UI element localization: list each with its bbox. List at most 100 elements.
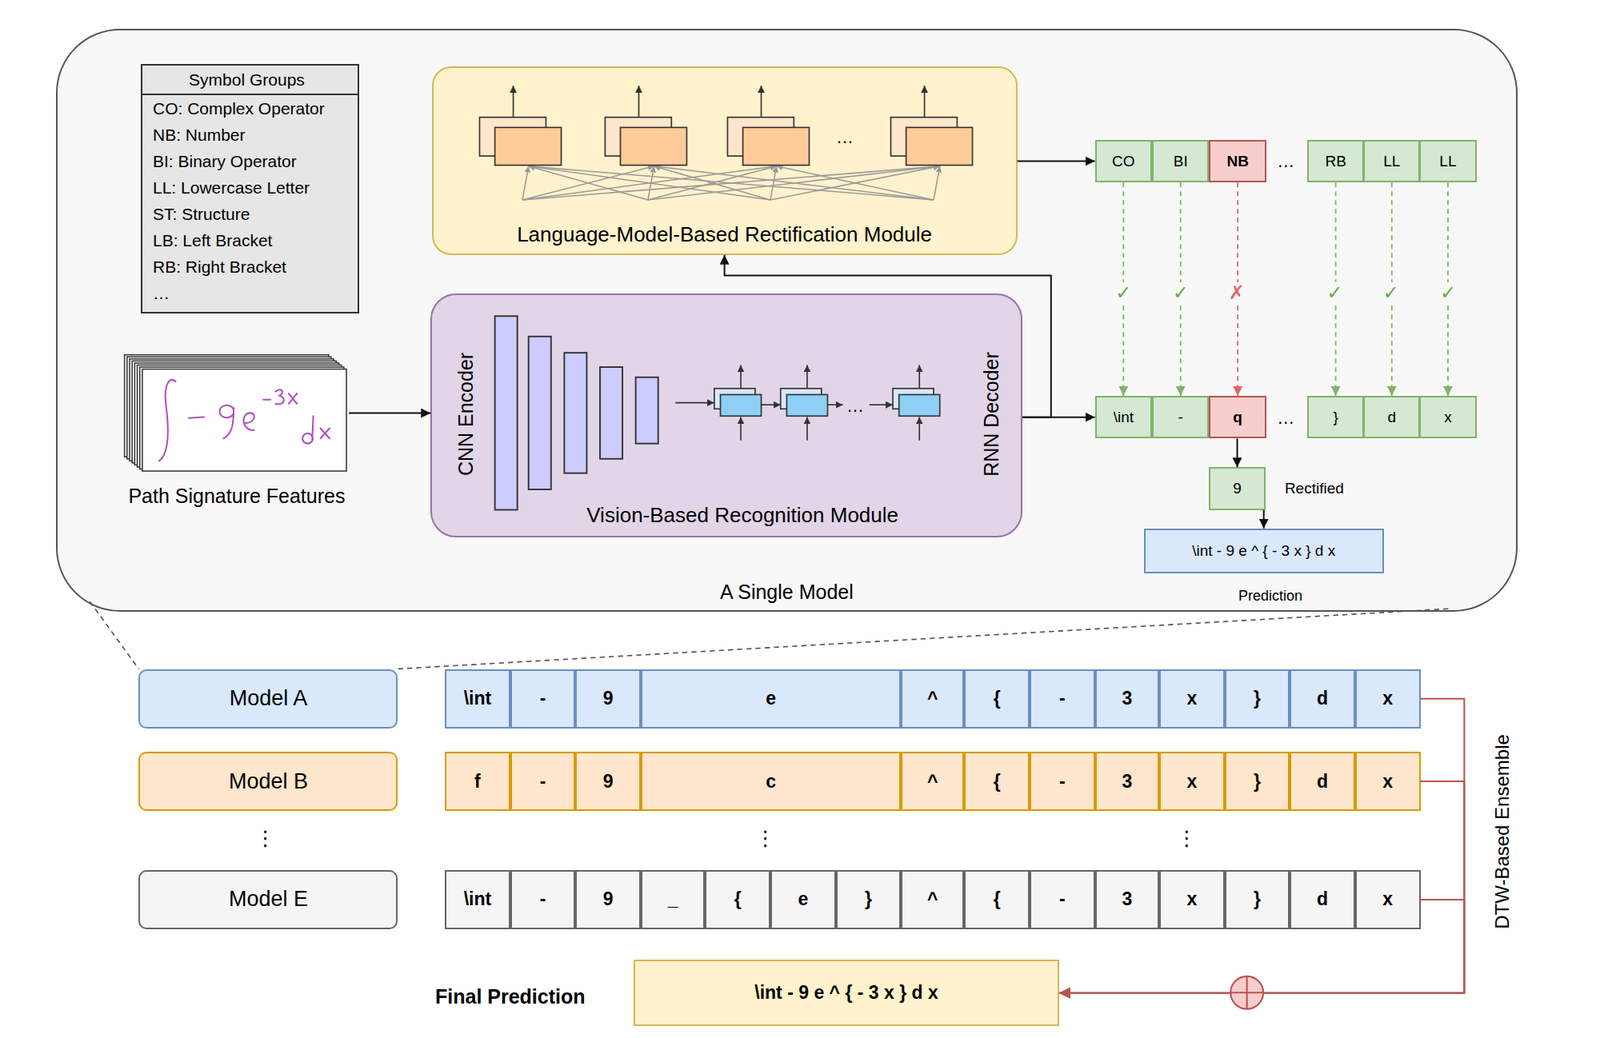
handwriting xyxy=(159,380,176,461)
signature-stack xyxy=(137,364,342,468)
token-cell: \int xyxy=(444,870,511,930)
attention-lines xyxy=(770,166,940,200)
token-cell: e xyxy=(770,870,836,930)
model-box: Model A xyxy=(138,669,398,729)
transformer-cells xyxy=(638,85,640,118)
annotation-label: ⋮ xyxy=(755,826,776,851)
node-text: x xyxy=(1382,688,1393,710)
token-cell: { xyxy=(704,870,771,930)
node-text: } xyxy=(1332,408,1338,427)
cnn-layers xyxy=(495,316,518,510)
node-text: e xyxy=(797,888,808,911)
token-cell: x xyxy=(1355,870,1421,930)
node-text: } xyxy=(1253,688,1261,710)
token-cell: } xyxy=(1224,752,1291,812)
node-text: \int xyxy=(464,688,492,710)
connector-arrow xyxy=(1059,900,1464,994)
attention-lines xyxy=(648,166,777,200)
node-text: 3 xyxy=(1121,771,1132,793)
transformer-cells xyxy=(512,85,515,118)
transformer-cells xyxy=(906,127,973,165)
attention-lines xyxy=(776,166,934,200)
module-box: CNN EncoderVision-Based Recognition Modu… xyxy=(430,293,1023,538)
connector-arrow xyxy=(1022,416,1096,419)
attention-lines xyxy=(654,166,934,200)
rnn-cells xyxy=(899,394,940,416)
node-text: RB: Right Bracket xyxy=(142,253,358,280)
node-text: - xyxy=(1178,408,1184,427)
node-text: - xyxy=(1059,688,1066,710)
handwriting xyxy=(302,416,313,444)
annotation-label: … xyxy=(846,396,864,417)
handwriting xyxy=(243,412,254,431)
node-text: ^ xyxy=(927,888,938,911)
node-text: 9 xyxy=(603,771,614,793)
node-text: NB xyxy=(1226,152,1248,171)
signature-stack xyxy=(140,367,344,470)
node-text: d xyxy=(1316,888,1328,911)
token-cell: 9 xyxy=(575,870,641,930)
attention-lines xyxy=(522,166,940,200)
sum-symbol xyxy=(1230,992,1264,994)
node-text: BI: Binary Operator xyxy=(142,148,358,175)
token-cell: 3 xyxy=(1095,669,1160,729)
token-cell: q xyxy=(1208,396,1266,440)
token-cell: 3 xyxy=(1095,752,1160,812)
cnn-layers xyxy=(636,377,659,444)
connector-arrow xyxy=(1236,438,1239,468)
node-text: q xyxy=(1232,408,1243,427)
connector-arrow xyxy=(348,412,431,415)
node-text: e xyxy=(765,688,776,710)
token-cell: d xyxy=(1363,396,1420,440)
rnn-cells xyxy=(892,388,934,410)
handwriting xyxy=(320,428,330,440)
token-cell: d xyxy=(1289,669,1356,729)
token-cell: d xyxy=(1289,752,1356,812)
token-cell: \int xyxy=(1095,396,1152,440)
node-text: RNN Decoder xyxy=(980,352,1004,478)
connector-arrow xyxy=(1263,510,1265,529)
node-text: x xyxy=(1382,771,1393,793)
token-cell: 9 xyxy=(1208,467,1265,511)
node-text: BI xyxy=(1173,152,1188,171)
node-text: - xyxy=(1059,888,1066,911)
rnn-cells xyxy=(740,416,742,440)
node-text: LL xyxy=(1383,152,1400,171)
cnn-layers xyxy=(564,352,587,473)
token-cell: x xyxy=(1159,752,1225,812)
annotation-label: ✗ xyxy=(1227,282,1247,304)
connector-arrow xyxy=(724,255,1052,418)
token-cell: ^ xyxy=(900,870,964,930)
transformer-cells xyxy=(604,117,672,156)
token-cell: x xyxy=(1159,870,1225,930)
token-cell: x xyxy=(1419,396,1476,440)
token-cell: { xyxy=(964,752,1030,812)
token-cell: BI xyxy=(1152,140,1209,184)
transformer-cells xyxy=(760,85,763,118)
node-text: ST: Structure xyxy=(142,200,358,228)
node-text: { xyxy=(993,888,1001,911)
cnn-layers xyxy=(600,367,623,460)
attention-lines xyxy=(933,166,940,200)
cnn-layers xyxy=(528,336,552,490)
token-cell: d xyxy=(1289,870,1356,930)
node-text: ^ xyxy=(927,771,938,793)
token-cell: } xyxy=(836,870,902,930)
rnn-cells xyxy=(918,364,920,388)
node-text: } xyxy=(1253,771,1261,793)
token-cell: - xyxy=(1029,752,1096,812)
rnn-cells xyxy=(761,404,781,406)
node-text: x xyxy=(1186,888,1197,911)
rnn-cells xyxy=(675,364,940,440)
node-text: CO xyxy=(1112,152,1136,171)
handwriting xyxy=(220,405,235,439)
sum-symbol xyxy=(1230,976,1264,1010)
sum-symbol xyxy=(1230,976,1264,1010)
token-cell: { xyxy=(964,669,1030,729)
node-text: … xyxy=(142,280,358,307)
node-text: NB: Number xyxy=(142,121,358,148)
rnn-cells xyxy=(720,394,762,416)
rnn-cells xyxy=(675,402,714,404)
connector-arrow xyxy=(1059,699,1464,994)
